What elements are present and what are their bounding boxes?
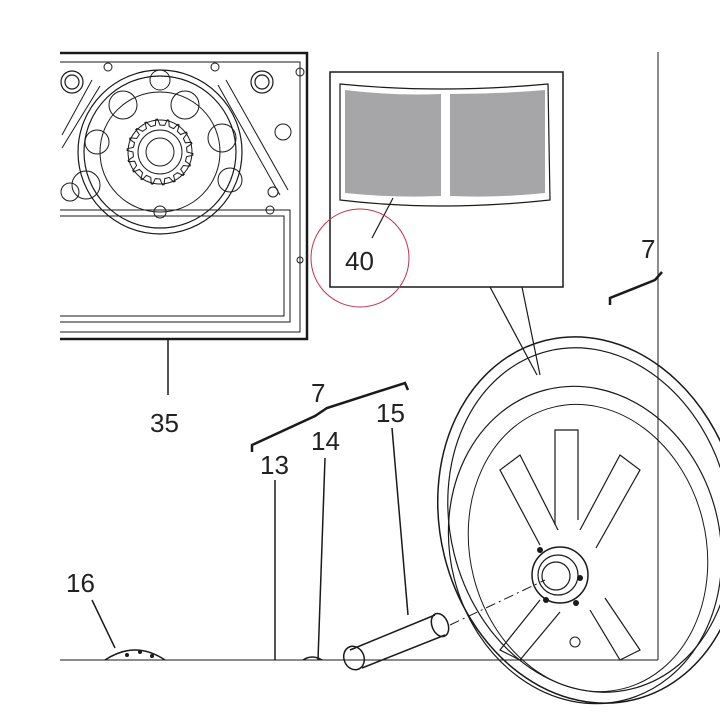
spacer-tube-icon (104, 579, 546, 671)
gear-teeth-icon (126, 118, 194, 186)
callout-14: 14 (311, 426, 340, 456)
sprocket-panel-icon (60, 51, 309, 341)
callout-16: 16 (66, 568, 95, 598)
callout-7-center: 7 (311, 378, 325, 408)
leader-lines (91, 271, 663, 661)
callout-35: 35 (150, 408, 179, 438)
callout-13: 13 (260, 450, 289, 480)
callout-7-right: 7 (641, 234, 655, 264)
callout-40: 40 (345, 246, 374, 276)
callout-15: 15 (376, 398, 405, 428)
rear-wheel-icon (436, 336, 720, 705)
highlight-circle (310, 208, 410, 308)
sticker-inset-icon (329, 71, 564, 376)
